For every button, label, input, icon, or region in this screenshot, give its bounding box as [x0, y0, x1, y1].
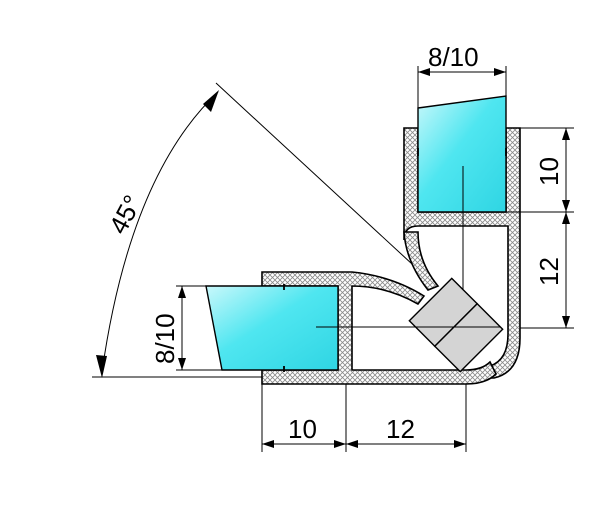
left-profile-channel: [261, 271, 497, 385]
seal-half-b: [433, 302, 504, 373]
left-profile: [205, 148, 507, 385]
angle-ray: [215, 82, 426, 277]
dim-bottom: 10 12: [261, 384, 467, 452]
top-upper-depth-label: 10: [534, 157, 564, 186]
top-lower-depth-label: 12: [534, 257, 564, 286]
angle-arc: [101, 91, 219, 373]
angle-arrow-bottom: [96, 355, 107, 378]
top-thickness-label: 8/10: [428, 42, 479, 72]
bottom-left-depth-label: 10: [288, 414, 317, 444]
left-thickness-label: 8/10: [150, 313, 180, 364]
angle-label: 45°: [103, 190, 148, 239]
top-profile-channel: [403, 127, 521, 379]
angle-arrow-top: [203, 90, 219, 112]
top-profile: [403, 95, 521, 379]
top-glass-panel: [417, 95, 507, 213]
dim-left-thickness: 8/10: [150, 285, 222, 371]
bottom-right-depth-label: 12: [386, 414, 415, 444]
top-profile-flange: [403, 231, 440, 291]
dim-right-side: 10 12: [506, 127, 574, 329]
dim-top-thickness: 8/10: [417, 42, 507, 108]
left-glass-panel: [205, 285, 339, 371]
magnetic-seal-block: [408, 277, 504, 373]
